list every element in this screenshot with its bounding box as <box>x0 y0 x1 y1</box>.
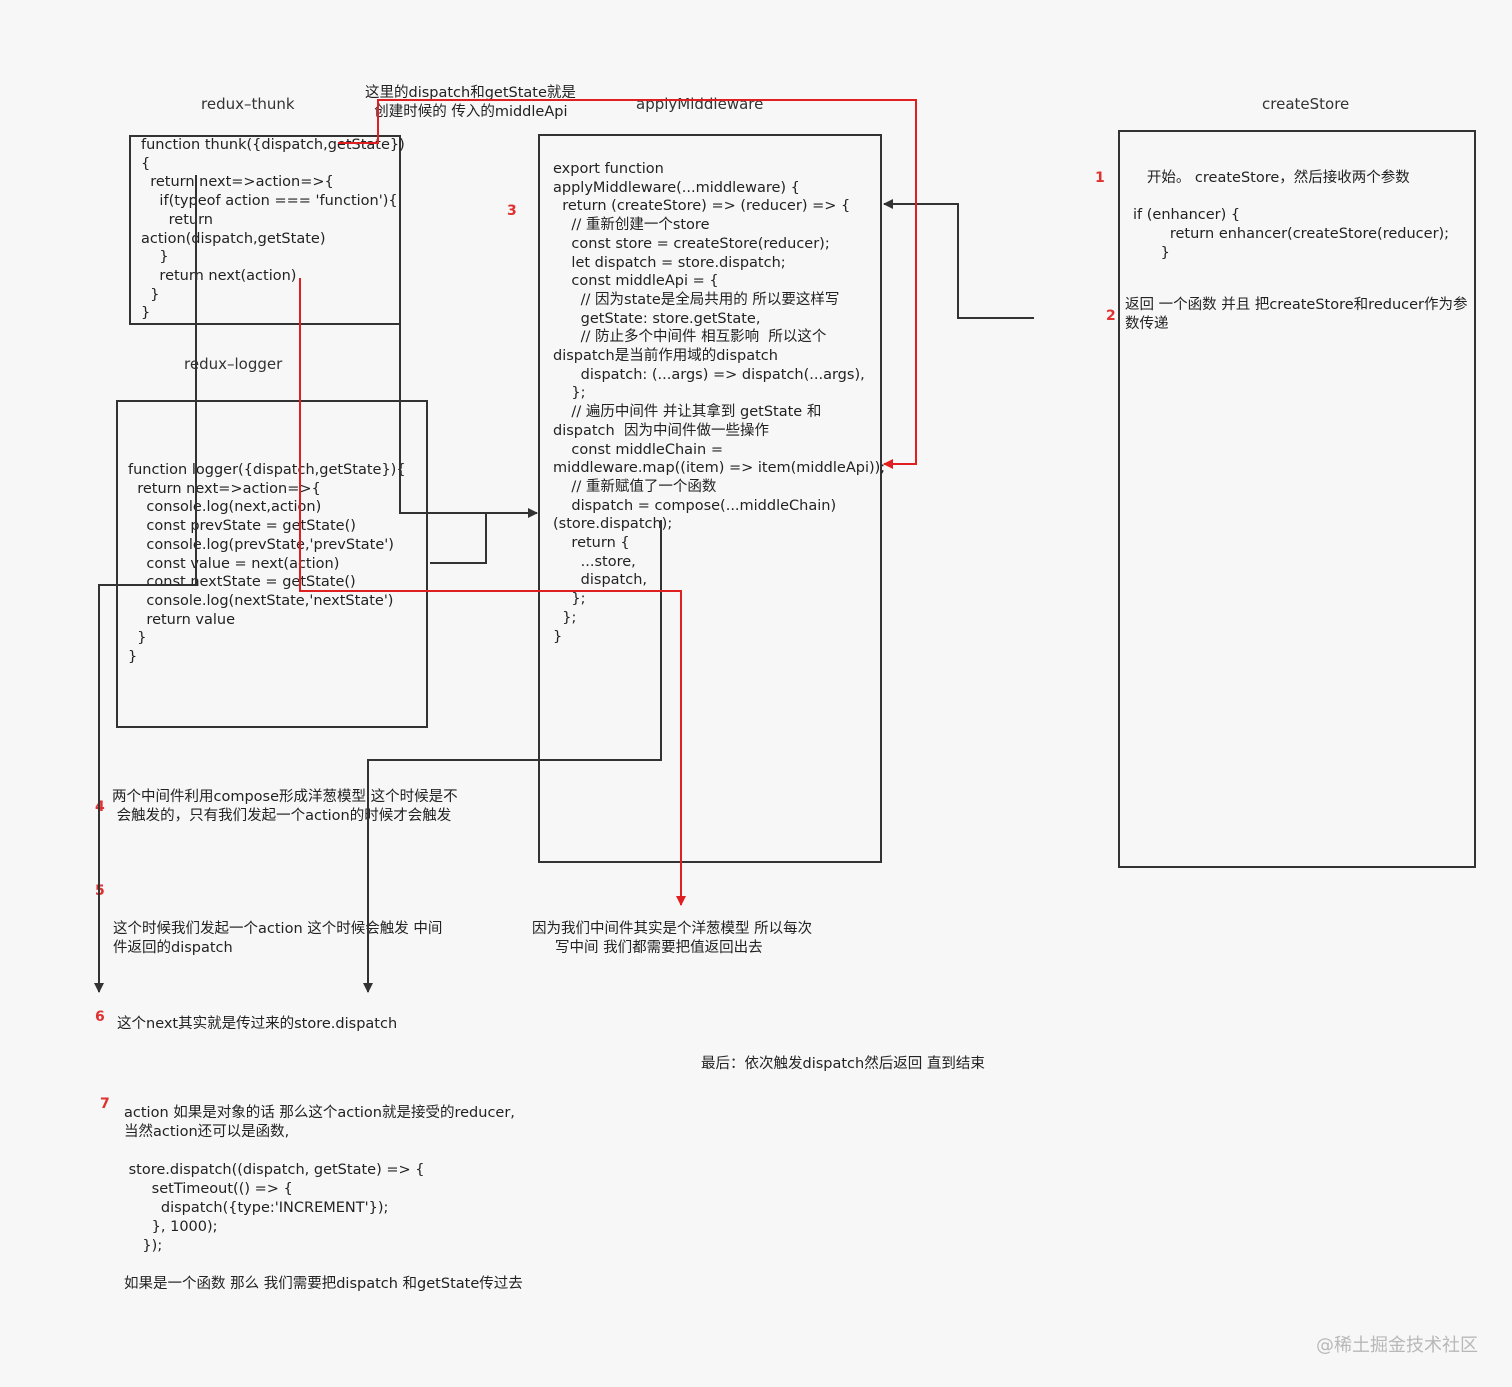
redux-thunk-title: redux–thunk <box>201 95 295 113</box>
step7-note: action 如果是对象的话 那么这个action就是接受的reducer, 当… <box>124 1105 523 1292</box>
redux-thunk-code: function thunk({dispatch,getState}) { re… <box>141 137 405 322</box>
connector-thunk-down-step6 <box>94 175 197 993</box>
connector-thunk-params-link <box>338 121 379 144</box>
connector-apply-down-step5 <box>363 520 662 993</box>
create-store-title: createStore <box>1262 95 1350 113</box>
create-store-step2-text: 返回 一个函数 并且 把createStore和reducer作为参 数传递 <box>1125 297 1468 332</box>
redux-logger-box <box>116 400 428 728</box>
create-store-box <box>1118 130 1476 868</box>
step-number-1: 1 <box>1095 170 1105 186</box>
step-number-3: 3 <box>507 203 517 219</box>
connector-thunk-to-apply <box>399 228 538 518</box>
step6-note: 这个next其实就是传过来的store.dispatch <box>117 1016 398 1032</box>
apply-middleware-code: export function applyMiddleware(...middl… <box>553 161 886 645</box>
final-note: 最后：依次触发dispatch然后返回 直到结束 <box>701 1056 985 1072</box>
step-number-2: 2 <box>1106 308 1116 324</box>
watermark: @稀土掘金技术社区 <box>1316 1335 1478 1356</box>
middle-api-annotation: 这里的dispatch和getState就是 创建时候的 传入的middleAp… <box>365 85 576 120</box>
connector-next-to-onion-note <box>299 278 686 906</box>
redux-logger-code: function logger({dispatch,getState}){ re… <box>128 462 406 666</box>
step5-note: 这个时候我们发起一个action 这个时候会触发 中间 件返回的dispatch <box>113 921 443 956</box>
connector-createstore-to-apply <box>883 199 1034 319</box>
onion-model-note: 因为我们中间件其实是个洋葱模型 所以每次 写中间 我们都需要把值返回出去 <box>532 921 813 956</box>
redux-logger-title: redux–logger <box>184 355 283 373</box>
step4-note: 两个中间件利用compose形成洋葱模型 这个时候是不 会触发的，只有我们发起一… <box>112 789 458 824</box>
step-number-6: 6 <box>95 1009 105 1025</box>
connector-logger-to-apply <box>430 513 487 564</box>
connector-middleapi-to-apply <box>377 99 917 469</box>
create-store-code: 开始。 createStore，然后接收两个参数 if (enhancer) {… <box>1133 170 1450 261</box>
step-number-7: 7 <box>100 1096 110 1112</box>
apply-middleware-box <box>538 134 882 863</box>
